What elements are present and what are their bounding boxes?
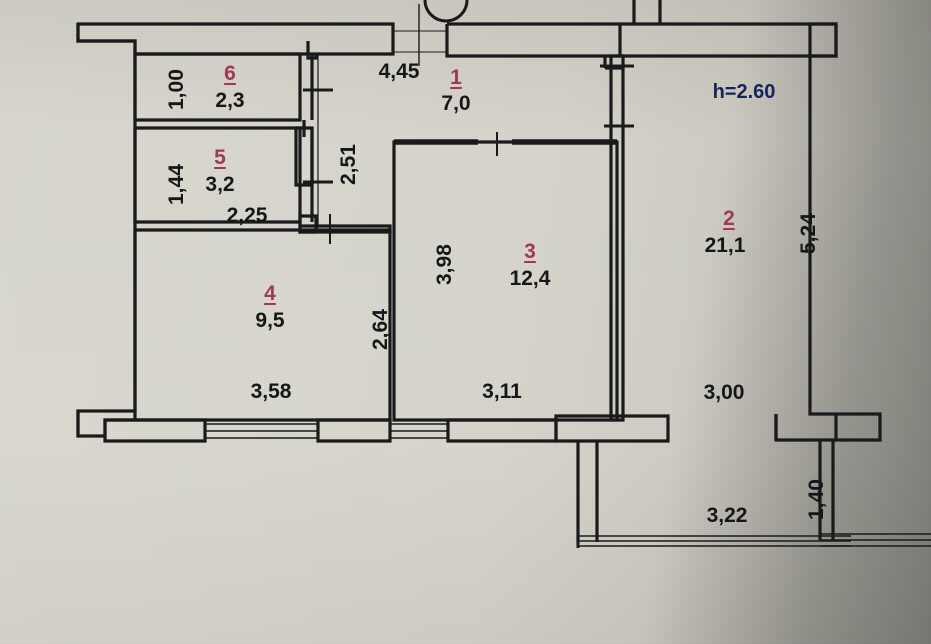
room-6-outline	[133, 52, 302, 122]
room-6-area: 2,3	[215, 89, 245, 112]
wall-right-outer-top	[808, 22, 836, 56]
wall-room3-room2	[609, 54, 625, 422]
arc-circle-top	[423, 0, 469, 23]
wall-right-outer-bottom	[774, 414, 836, 442]
wall-bottom-pier-mid	[316, 418, 392, 443]
wall-left-outer	[76, 24, 137, 438]
dimension-1-44: 1,44	[165, 164, 188, 205]
room-3-number: 3	[524, 240, 536, 263]
room-1-number: 1	[450, 66, 462, 89]
wall-bottom-pier-left	[103, 418, 207, 443]
dimension-1-40: 1,40	[805, 479, 828, 520]
room-2-number: 2	[723, 207, 735, 230]
dimension-4-45: 4,45	[378, 60, 420, 83]
room-4-number: 4	[264, 282, 276, 305]
wall-top-right-inner	[445, 24, 620, 58]
wall-room4-top	[298, 224, 392, 234]
dimension-3-00: 3,00	[703, 381, 745, 404]
room-6-number: 6	[224, 62, 236, 85]
dimension-3-11: 3,11	[482, 380, 522, 403]
room-4-area: 9,5	[255, 309, 285, 332]
dimension-3-58: 3,58	[250, 380, 292, 403]
dimension-2-25: 2,25	[226, 204, 268, 227]
room-5-area: 3,2	[205, 173, 235, 196]
wall-top-left	[76, 22, 395, 56]
dimension-3-98: 3,98	[433, 244, 456, 285]
dimension-1-00: 1,00	[165, 69, 188, 110]
dimension-2-64: 2,64	[369, 309, 392, 350]
room-3-area: 12,4	[509, 267, 551, 290]
room-3-outline	[392, 140, 619, 422]
room-2-area: 21,1	[704, 234, 746, 257]
room-1-area: 7,0	[441, 92, 471, 115]
dimension-2-51: 2,51	[337, 144, 360, 185]
dimension-3-22: 3,22	[706, 504, 748, 527]
room-5-number: 5	[214, 146, 226, 169]
dimension-5-24: 5,24	[797, 213, 820, 254]
wall-right-outer	[808, 24, 882, 442]
wall-top-right	[447, 22, 838, 58]
balcony-door-block	[554, 414, 670, 443]
wall-bottom-pier-room3	[446, 418, 558, 443]
ceiling-height-note: h=2.60	[712, 81, 776, 103]
